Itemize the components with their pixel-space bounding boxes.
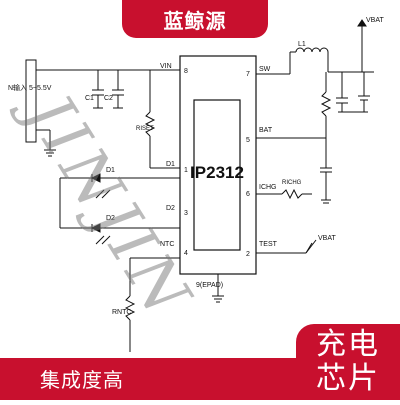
richg-label: RICHG xyxy=(282,180,302,186)
product-badge: 充电 芯片 xyxy=(296,324,400,400)
d1-led-net xyxy=(60,173,180,199)
pin-8-number: 8 xyxy=(184,68,188,75)
d1-led-label: D1 xyxy=(106,167,115,174)
vin-net xyxy=(36,69,180,169)
input-connector: N输入 5~5.5V xyxy=(8,59,52,143)
d2-led-label: D2 xyxy=(106,215,115,222)
chip-name: IP2312 xyxy=(190,163,244,182)
pin-6-number: 6 xyxy=(246,191,250,198)
ichg-net xyxy=(256,188,312,200)
pin-7-number: 7 xyxy=(246,71,250,78)
ntc-net xyxy=(124,257,180,352)
d2-led-net xyxy=(59,178,180,245)
d2-pin-name: D2 xyxy=(166,205,175,212)
ntc-pin-name: NTC xyxy=(160,241,174,248)
ichg-pin-name: ICHG xyxy=(259,184,277,191)
input-label-line1: N输入 5~5.5V xyxy=(8,83,52,92)
sw-inductor-net xyxy=(256,19,374,124)
test-pin-name: TEST xyxy=(259,241,278,248)
test-net xyxy=(256,239,317,254)
vin-pin-name: VIN xyxy=(160,63,172,70)
d1-pin-name: D1 xyxy=(166,161,175,168)
vbat-top-label: VBAT xyxy=(366,17,384,24)
epad-label: 9(EPAD) xyxy=(196,282,223,289)
bat-net xyxy=(256,124,332,204)
l1-label: L1 xyxy=(298,41,306,48)
chip-ip2312: IP2312 9(EPAD) xyxy=(179,55,257,289)
bat-pin-name: BAT xyxy=(259,127,273,134)
badge-line-2: 芯片 xyxy=(316,362,380,395)
pin-1-number: 1 xyxy=(184,167,188,174)
c2-label: C2 xyxy=(104,95,113,102)
pin-4-number: 4 xyxy=(184,250,188,257)
epad-ground xyxy=(212,274,224,303)
vbat-test-label: VBAT xyxy=(318,235,336,242)
feature-label: 集成度高 xyxy=(40,370,124,392)
brand-tab: 蓝鲸源 xyxy=(122,0,268,38)
c1-label: C1 xyxy=(85,95,94,102)
pin-3-number: 3 xyxy=(184,210,188,217)
sw-pin-name: SW xyxy=(259,66,271,73)
pin-2-number: 2 xyxy=(246,251,250,258)
rset-label: RISET xyxy=(136,126,154,132)
pin-5-number: 5 xyxy=(246,137,250,144)
rntc-label: RNTC xyxy=(112,309,131,316)
badge-line-1: 充电 xyxy=(316,328,380,361)
